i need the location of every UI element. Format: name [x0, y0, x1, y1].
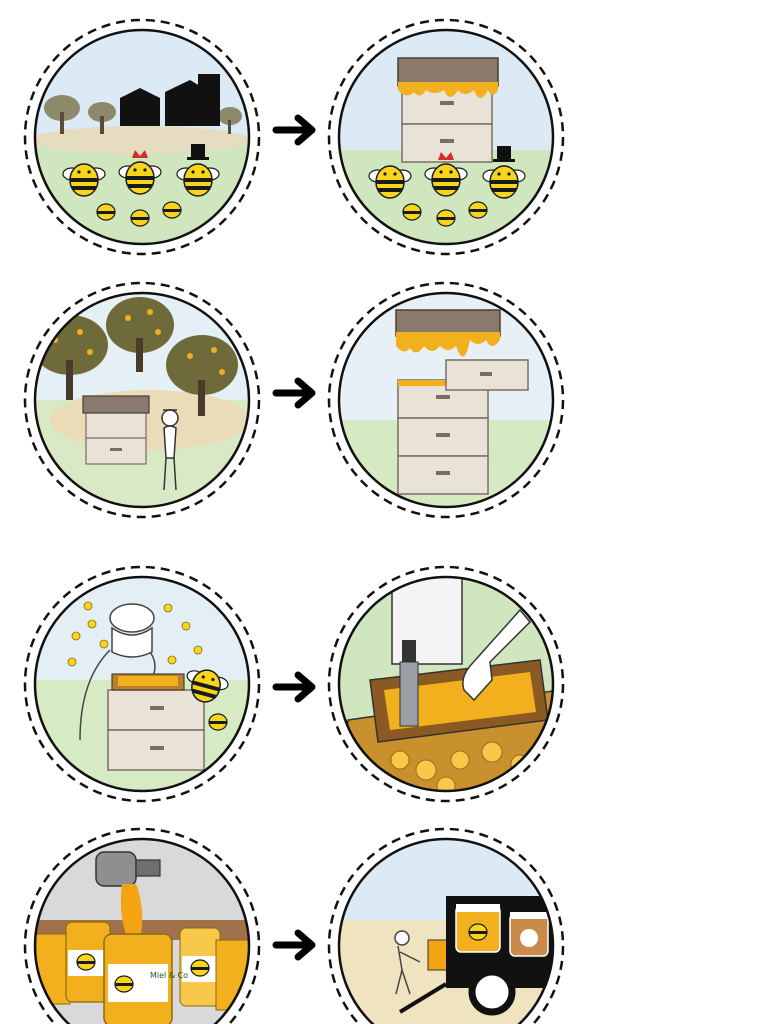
- honey-stream-icon: [120, 884, 143, 940]
- crown-icon: [132, 150, 148, 158]
- beehive-icon: [397, 379, 489, 495]
- uncapping-knife-icon: [399, 640, 419, 727]
- orchard-icon: [35, 297, 238, 416]
- bee-icon: [190, 959, 210, 977]
- scene-uncapping-frame: [327, 565, 565, 803]
- scene-apiary-bees: [23, 18, 261, 256]
- tree-icon: [44, 95, 242, 134]
- jar-label: Miel & Co: [150, 971, 188, 980]
- top-hat-icon: [493, 146, 515, 162]
- scene-beekeeper-opening-hive: [23, 565, 261, 803]
- scene-honey-delivery: [327, 827, 565, 1024]
- arrow-icon: [276, 675, 312, 699]
- honey-tap-icon: [95, 851, 161, 887]
- beehive-icon: [397, 57, 499, 163]
- top-hat-icon: [187, 144, 209, 160]
- beekeeper-icon: [79, 603, 156, 741]
- scene-hive-with-bees: [327, 18, 565, 256]
- scene-hive-adding-super: [327, 281, 565, 519]
- arrow-icon: [276, 381, 312, 405]
- hand-icon: [462, 608, 532, 702]
- farmhouse-icon: [120, 74, 220, 126]
- bee-icon: [114, 975, 134, 993]
- scene-honey-jarring: Miel & Co: [23, 827, 261, 1024]
- bee-icon: [76, 953, 96, 971]
- beekeeper-icon: [161, 409, 179, 491]
- bee-icon: [67, 601, 232, 731]
- honeycomb-frame-icon: [339, 659, 553, 791]
- arrow-icon: [276, 933, 312, 957]
- crown-icon: [438, 152, 454, 160]
- arrow-icon: [276, 118, 312, 142]
- beehive-icon: [107, 673, 205, 771]
- beehive-icon: [82, 395, 150, 465]
- beekeeper-icon: [394, 930, 421, 995]
- delivery-cart-icon: [398, 896, 553, 1016]
- hive-super-icon: [395, 309, 529, 391]
- scene-hive-in-orchard: [23, 281, 261, 519]
